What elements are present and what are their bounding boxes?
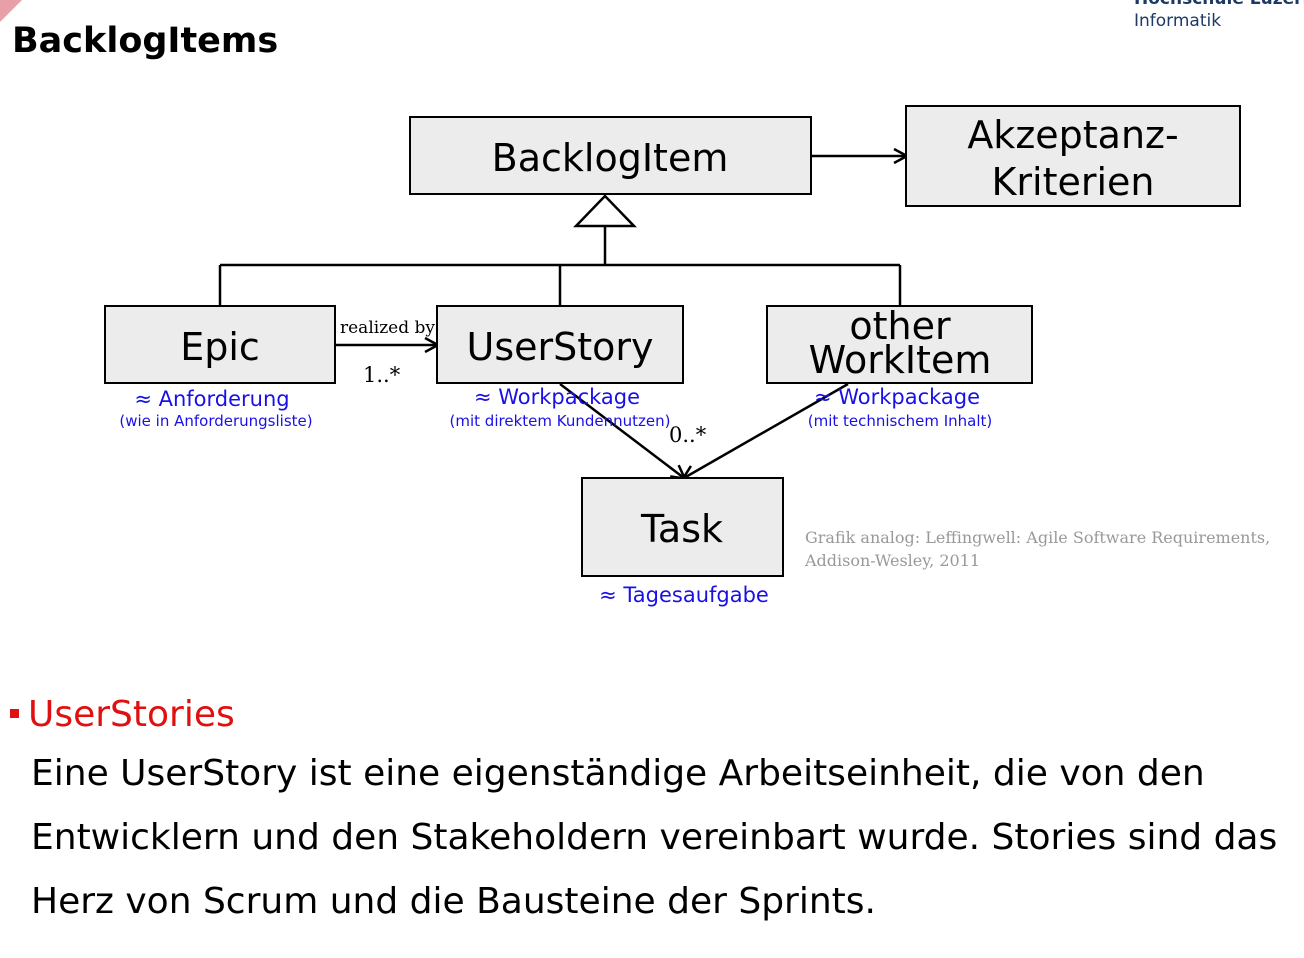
class-other-workitem-label-line2: WorkItem	[809, 338, 992, 382]
figure-credit-line1: Grafik analog: Leffingwell: Agile Softwa…	[805, 528, 1270, 547]
bullet-body-text: Eine UserStory ist eine eigenständige Ar…	[31, 753, 1278, 922]
organization-name: Hochschule Luzern	[1134, 0, 1304, 10]
class-other-workitem: other WorkItem ≈ Workpackage (mit techni…	[766, 304, 1033, 430]
bullet-square-icon	[10, 708, 19, 718]
class-backlogitem: BacklogItem	[409, 116, 812, 195]
note-epic-main: ≈ Anforderung	[134, 387, 289, 411]
page-title: BacklogItems	[12, 21, 279, 61]
class-epic-box	[104, 305, 336, 384]
note-epic-sub: (wie in Anforderungsliste)	[119, 412, 312, 430]
logo-corner-mark	[0, 0, 22, 22]
class-userstory: UserStory ≈ Workpackage (mit direktem Ku…	[436, 305, 684, 430]
note-task-main: ≈ Tagesaufgabe	[599, 583, 769, 607]
multiplicity-epic-userstory: 1..*	[363, 363, 401, 387]
bullet-heading: UserStories	[10, 690, 1290, 740]
edge-userstory-task	[559, 383, 684, 478]
uml-class-diagram: BacklogItem Akzeptanz- Kriterien Epic ≈ …	[104, 105, 1270, 607]
organization-department: Informatik	[1134, 11, 1222, 31]
class-akzeptanzkriterien-label-line2: Kriterien	[991, 160, 1154, 204]
class-userstory-box	[436, 305, 684, 384]
edge-other-task	[684, 382, 849, 478]
generalization-triangle	[573, 194, 637, 228]
class-epic: Epic ≈ Anforderung (wie in Anforderungsl…	[104, 305, 336, 430]
association-label-realized-by: realized by	[340, 318, 435, 338]
class-other-workitem-box	[766, 305, 1033, 384]
class-akzeptanzkriterien-box	[905, 105, 1241, 207]
organization-logo: Hochschule Luzern Informatik	[1134, 0, 1304, 32]
class-task-label: Task	[640, 507, 723, 551]
note-userstory-sub: (mit direktem Kundennutzen)	[450, 412, 671, 430]
class-task-box	[581, 477, 784, 577]
userstories-section: UserStories Eine UserStory ist eine eige…	[10, 690, 1290, 934]
class-akzeptanzkriterien-label-line1: Akzeptanz-	[967, 113, 1178, 157]
note-other-main: ≈ Workpackage	[814, 385, 980, 409]
bullet-heading-text: UserStories	[28, 694, 235, 735]
note-other-sub: (mit technischem Inhalt)	[808, 412, 993, 430]
figure-credit-line2: Addison-Wesley, 2011	[804, 551, 980, 570]
class-backlogitem-box	[409, 116, 812, 195]
class-backlogitem-label: BacklogItem	[492, 136, 729, 180]
class-akzeptanzkriterien: Akzeptanz- Kriterien	[905, 105, 1241, 207]
class-epic-label: Epic	[180, 325, 260, 369]
class-other-workitem-label-line1: other	[849, 304, 951, 348]
class-userstory-label: UserStory	[467, 325, 654, 369]
inheritance-edges	[218, 194, 902, 306]
note-userstory-main: ≈ Workpackage	[474, 385, 640, 409]
multiplicity-task: 0..*	[669, 423, 707, 447]
class-task: Task ≈ Tagesaufgabe	[581, 477, 784, 607]
